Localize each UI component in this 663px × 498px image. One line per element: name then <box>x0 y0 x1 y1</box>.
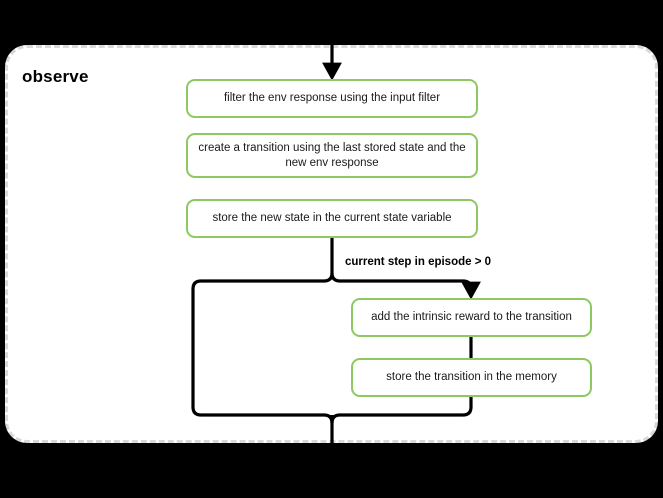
node-label: store the transition in the memory <box>386 371 557 384</box>
panel-title: observe <box>22 67 89 86</box>
node-create-transition[interactable]: create a transition using the last store… <box>186 133 478 178</box>
node-add-intrinsic-reward[interactable]: add the intrinsic reward to the transiti… <box>351 298 592 337</box>
node-store-new-state[interactable]: store the new state in the current state… <box>186 199 478 238</box>
node-label: add the intrinsic reward to the transiti… <box>371 311 572 324</box>
node-store-transition-memory[interactable]: store the transition in the memory <box>351 358 592 397</box>
edge-label-condition: current step in episode > 0 <box>345 256 492 268</box>
node-label: create a transition using the last store… <box>198 141 466 169</box>
node-label: filter the env response using the input … <box>223 92 441 105</box>
node-filter-env-response[interactable]: filter the env response using the input … <box>186 79 478 118</box>
node-label: store the new state in the current state… <box>212 212 452 225</box>
